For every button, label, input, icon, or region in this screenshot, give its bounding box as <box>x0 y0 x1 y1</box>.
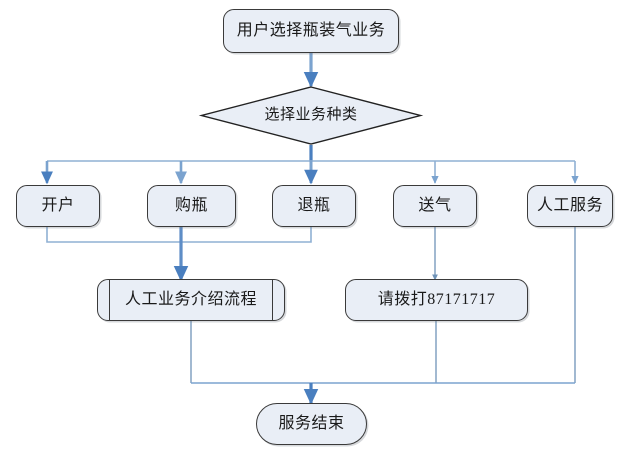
node-decision[interactable]: 选择业务种类 <box>198 86 424 145</box>
node-manual-process-label: 人工业务介绍流程 <box>124 291 257 309</box>
node-option-open-account-label: 开户 <box>41 197 75 215</box>
node-option-open-account[interactable]: 开户 <box>16 185 100 227</box>
node-call-number-label: 请拨打87171717 <box>377 291 496 309</box>
predefined-process-bar-left <box>109 280 110 320</box>
diamond-shape <box>198 86 424 145</box>
node-call-number[interactable]: 请拨打87171717 <box>345 279 528 321</box>
node-option-return-bottle[interactable]: 退瓶 <box>272 185 356 227</box>
node-option-return-bottle-label: 退瓶 <box>297 197 331 215</box>
node-option-deliver-gas-label: 送气 <box>418 197 452 215</box>
node-start[interactable]: 用户选择瓶装气业务 <box>223 9 399 53</box>
node-decision-label: 选择业务种类 <box>264 107 358 124</box>
node-option-buy-bottle-label: 购瓶 <box>174 197 208 215</box>
node-end[interactable]: 服务结束 <box>256 403 367 445</box>
node-end-label: 服务结束 <box>278 415 345 433</box>
edge-merge-bus-upper <box>46 227 312 243</box>
node-option-manual-service-label: 人工服务 <box>536 197 603 215</box>
node-option-deliver-gas[interactable]: 送气 <box>393 185 477 227</box>
node-option-manual-service[interactable]: 人工服务 <box>527 185 613 227</box>
node-option-buy-bottle[interactable]: 购瓶 <box>147 185 236 227</box>
predefined-process-bar-right <box>272 280 273 320</box>
node-start-label: 用户选择瓶装气业务 <box>236 22 386 40</box>
node-manual-process[interactable]: 人工业务介绍流程 <box>97 279 285 321</box>
